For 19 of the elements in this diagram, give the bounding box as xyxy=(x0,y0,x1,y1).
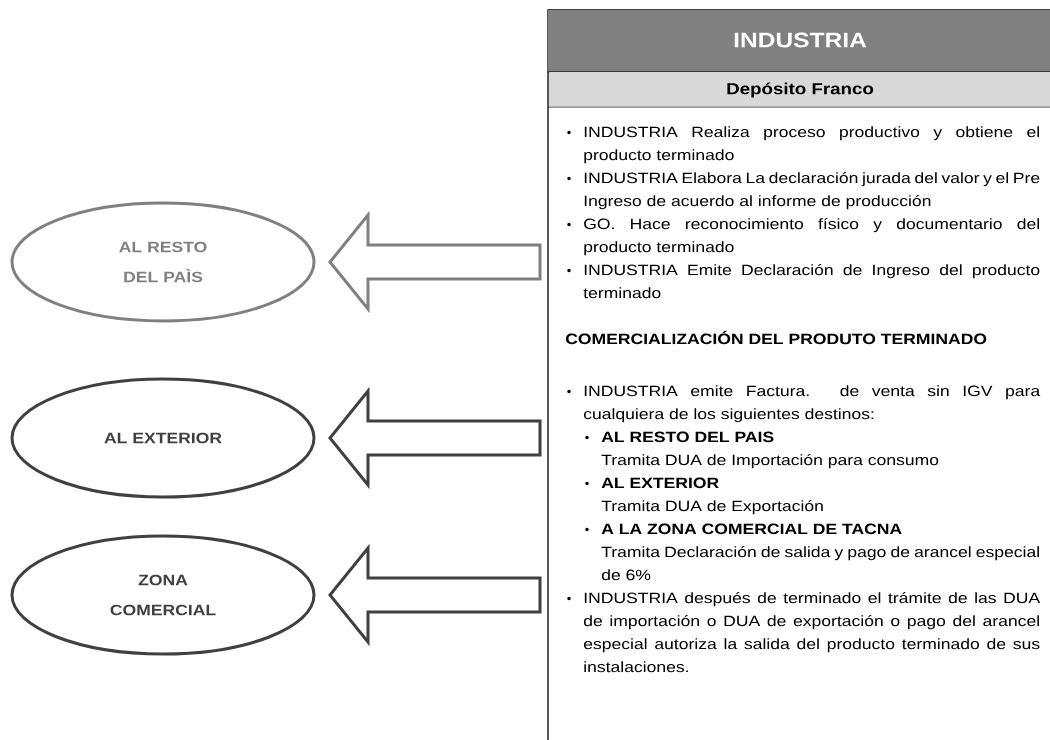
block-arrow xyxy=(328,210,542,314)
sub-item-text: Tramita Declaración de salida y pago de arancel especial de 6% xyxy=(601,546,1039,581)
sub-item-heading: AL RESTO DEL PAIS xyxy=(601,431,774,443)
list-item: INDUSTRIA Elabora La declaración jurada del valor y el Pre Ingreso de acuerdo al informe de producción xyxy=(584,172,1040,210)
subheader-band: Depósito Franco xyxy=(547,72,1050,108)
sub-item-text: Tramita DUA de Exportación xyxy=(601,500,823,515)
block-arrow xyxy=(328,543,542,647)
list-item: INDUSTRIA después de terminado el trámite de las DUA de importación o DUA de exportación o pago del arancel especial autoriza la salida del producto terminado de sus instalaciones. xyxy=(583,592,1041,673)
block-arrow xyxy=(328,386,542,490)
list-item: GO. Hace reconocimiento físico y documentario del producto terminado xyxy=(584,218,1039,256)
sub-item-text: Tramita DUA de Importación para consumo xyxy=(601,454,939,469)
list-item: INDUSTRIA emite Factura. de venta sin IGV para cualquiera de los siguientes destinos: xyxy=(583,385,1041,423)
section-heading: COMERCIALIZACIÓN DEL PRODUTO TERMINADO xyxy=(565,330,987,345)
header-band: INDUSTRIA xyxy=(547,10,1050,73)
list-item: INDUSTRIA Emite Declaración de Ingreso del producto terminado xyxy=(583,264,1040,299)
sub-item-heading: AL EXTERIOR xyxy=(601,477,719,489)
panel xyxy=(547,9,1050,740)
sub-item-heading: A LA ZONA COMERCIAL DE TACNA xyxy=(601,523,902,535)
list-item: INDUSTRIA Realiza proceso productivo y obtiene el producto terminado xyxy=(584,126,1039,164)
